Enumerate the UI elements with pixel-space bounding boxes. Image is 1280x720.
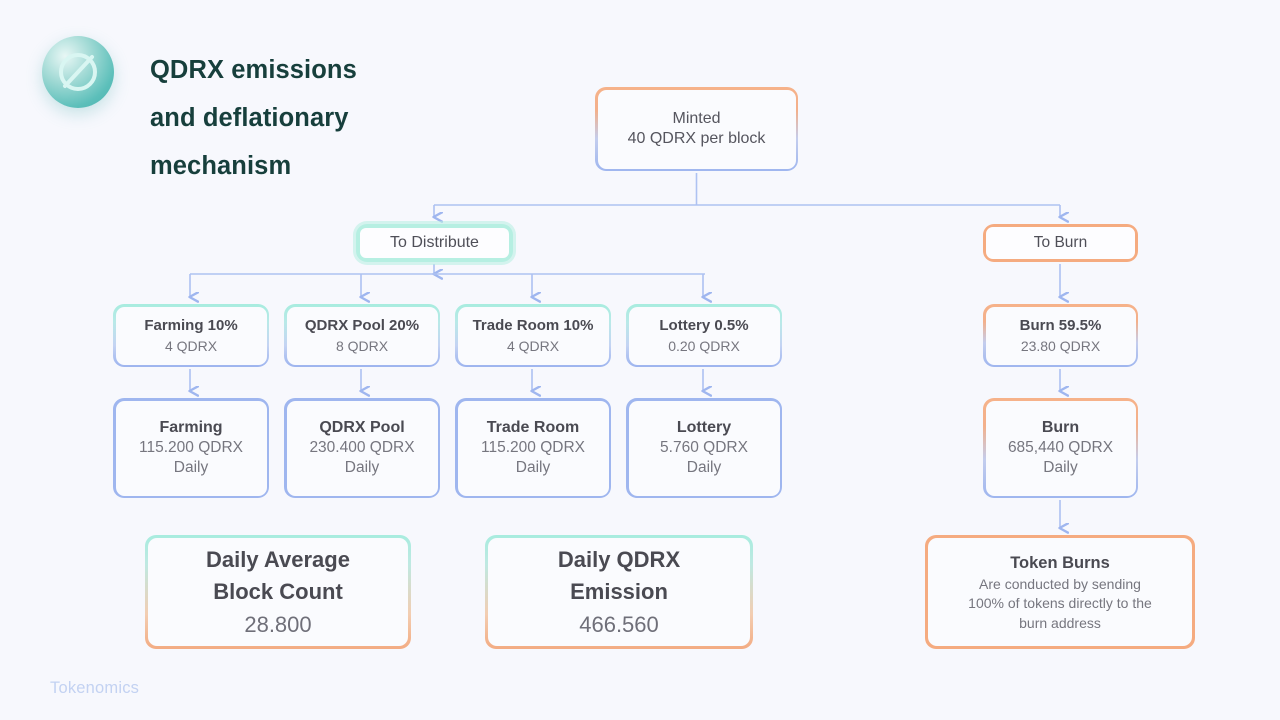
summary-value: 466.560 bbox=[579, 611, 659, 637]
daily-amount: 230.400 QDRX bbox=[309, 439, 415, 456]
summary-line-1: Daily Average bbox=[206, 546, 350, 572]
summary-line-2: Emission bbox=[570, 578, 668, 604]
daily-title: Farming bbox=[159, 419, 223, 436]
node-to-distribute[interactable]: To Distribute bbox=[356, 224, 513, 262]
title-line-2: and deflationary bbox=[150, 104, 349, 132]
daily-period: Daily bbox=[344, 459, 380, 476]
daily-period: Daily bbox=[173, 459, 209, 476]
token-burns-line-1: Are conducted by sending bbox=[979, 575, 1141, 592]
node-daily-lottery[interactable]: Lottery 5.760 QDRX Daily bbox=[626, 398, 782, 498]
allocation-title: Farming 10% bbox=[144, 316, 238, 334]
daily-amount: 115.200 QDRX bbox=[139, 439, 243, 456]
to-distribute-label: To Distribute bbox=[390, 234, 479, 251]
node-allocation-lottery[interactable]: Lottery 0.5% 0.20 QDRX bbox=[626, 304, 782, 367]
title-line-1: QDRX emissions bbox=[150, 56, 357, 84]
daily-period: Daily bbox=[686, 459, 722, 476]
node-daily-qdrx-pool[interactable]: QDRX Pool 230.400 QDRX Daily bbox=[284, 398, 440, 498]
summary-value: 28.800 bbox=[244, 611, 312, 637]
daily-period: Daily bbox=[515, 459, 551, 476]
node-to-burn[interactable]: To Burn bbox=[983, 224, 1138, 262]
allocation-amount: 8 QDRX bbox=[335, 337, 389, 354]
to-burn-label: To Burn bbox=[1033, 234, 1088, 251]
qdrx-logo-icon bbox=[42, 36, 114, 108]
daily-amount: 115.200 QDRX bbox=[481, 439, 585, 456]
allocation-amount: 4 QDRX bbox=[164, 337, 218, 354]
title-line-3: mechanism bbox=[150, 152, 292, 180]
allocation-title: Burn 59.5% bbox=[1019, 316, 1102, 334]
footer-label: Tokenomics bbox=[50, 679, 140, 697]
card-daily-qdrx-emission[interactable]: Daily QDRX Emission 466.560 bbox=[485, 535, 753, 649]
daily-title: Trade Room bbox=[486, 419, 580, 436]
summary-line-2: Block Count bbox=[213, 578, 343, 604]
token-burns-line-3: burn address bbox=[1019, 614, 1101, 631]
token-burns-title: Token Burns bbox=[1010, 553, 1110, 572]
token-burns-line-2: 100% of tokens directly to the bbox=[968, 595, 1152, 612]
daily-amount: 5.760 QDRX bbox=[660, 439, 748, 456]
daily-amount: 685,440 QDRX bbox=[1007, 439, 1114, 456]
daily-title: QDRX Pool bbox=[319, 419, 405, 436]
daily-title: Burn bbox=[1041, 419, 1080, 436]
node-daily-burn[interactable]: Burn 685,440 QDRX Daily bbox=[983, 398, 1138, 498]
allocation-amount: 23.80 QDRX bbox=[1020, 337, 1101, 354]
summary-line-1: Daily QDRX bbox=[557, 546, 681, 572]
allocation-title: QDRX Pool 20% bbox=[304, 316, 420, 334]
node-daily-trade-room[interactable]: Trade Room 115.200 QDRX Daily bbox=[455, 398, 611, 498]
page-title: QDRX emissions and deflationary mechanis… bbox=[150, 46, 570, 190]
node-allocation-burn[interactable]: Burn 59.5% 23.80 QDRX bbox=[983, 304, 1138, 367]
minted-title: Minted bbox=[672, 110, 721, 127]
daily-period: Daily bbox=[1043, 459, 1078, 476]
node-allocation-qdrx-pool[interactable]: QDRX Pool 20% 8 QDRX bbox=[284, 304, 440, 367]
node-daily-farming[interactable]: Farming 115.200 QDRX Daily bbox=[113, 398, 269, 498]
allocation-title: Lottery 0.5% bbox=[659, 316, 749, 334]
node-allocation-farming[interactable]: Farming 10% 4 QDRX bbox=[113, 304, 269, 367]
node-allocation-trade-room[interactable]: Trade Room 10% 4 QDRX bbox=[455, 304, 611, 367]
minted-rate: 40 QDRX per block bbox=[627, 130, 766, 147]
allocation-title: Trade Room 10% bbox=[472, 316, 594, 334]
card-daily-average-block-count[interactable]: Daily Average Block Count 28.800 bbox=[145, 535, 411, 649]
daily-title: Lottery bbox=[676, 419, 732, 436]
card-token-burns[interactable]: Token Burns Are conducted by sending 100… bbox=[925, 535, 1195, 649]
allocation-amount: 4 QDRX bbox=[506, 337, 560, 354]
node-minted[interactable]: Minted 40 QDRX per block bbox=[595, 87, 798, 171]
allocation-amount: 0.20 QDRX bbox=[668, 337, 740, 354]
